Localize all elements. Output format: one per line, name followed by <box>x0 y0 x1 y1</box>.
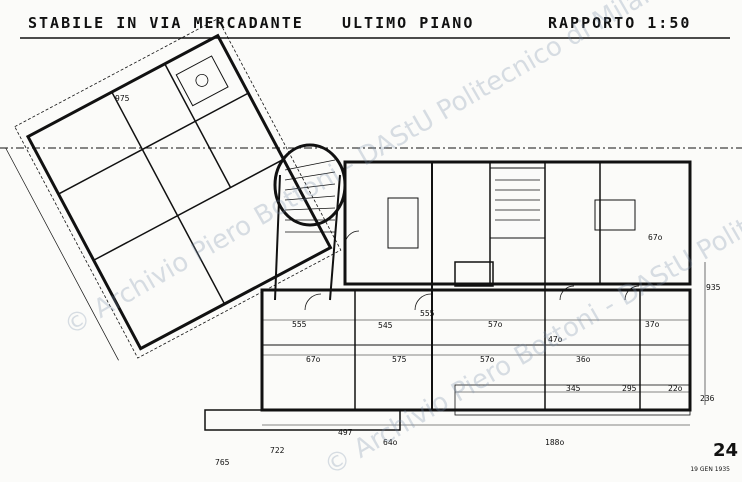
right-block <box>204 160 692 431</box>
date-stamp: 19 GEN 1935 <box>690 466 730 473</box>
dim-label: 57o <box>488 320 503 329</box>
dimension-labels: 975 935 555 545 57o 37o 67o 575 57o 345 … <box>115 94 721 467</box>
dimension-lines <box>262 262 706 426</box>
dim-label: 47o <box>548 335 563 344</box>
dim-label: 497 <box>338 428 353 437</box>
dim-label: 555 <box>292 320 307 329</box>
dim-label: 555 <box>420 309 435 318</box>
dim-label: 67o <box>648 233 663 242</box>
dim-label: 935 <box>706 283 721 292</box>
dim-label: 22o <box>668 384 683 393</box>
stair-core <box>273 143 347 301</box>
dim-label: 575 <box>392 355 407 364</box>
door-swings <box>304 230 640 311</box>
dim-label: 345 <box>566 384 581 393</box>
dim-label: 37o <box>645 320 660 329</box>
dim-label: 36o <box>576 355 591 364</box>
dim-label: 975 <box>115 94 130 103</box>
dim-label: 545 <box>378 321 393 330</box>
rotated-wing <box>5 18 342 361</box>
dim-label: 295 <box>622 384 637 393</box>
dim-label: 722 <box>270 446 285 455</box>
dim-label: 64o <box>383 438 398 447</box>
title-left: STABILE IN VIA MERCADANTE <box>28 14 304 32</box>
title-scale: RAPPORTO 1:50 <box>548 14 692 32</box>
dim-label: 67o <box>306 355 321 364</box>
sheet-number: 24 <box>712 440 738 461</box>
title-mid: ULTIMO PIANO <box>342 14 475 32</box>
dim-label: 57o <box>480 355 495 364</box>
dim-label: 188o <box>545 438 564 447</box>
dim-label: 236 <box>700 394 715 403</box>
dim-label: 765 <box>215 458 230 467</box>
